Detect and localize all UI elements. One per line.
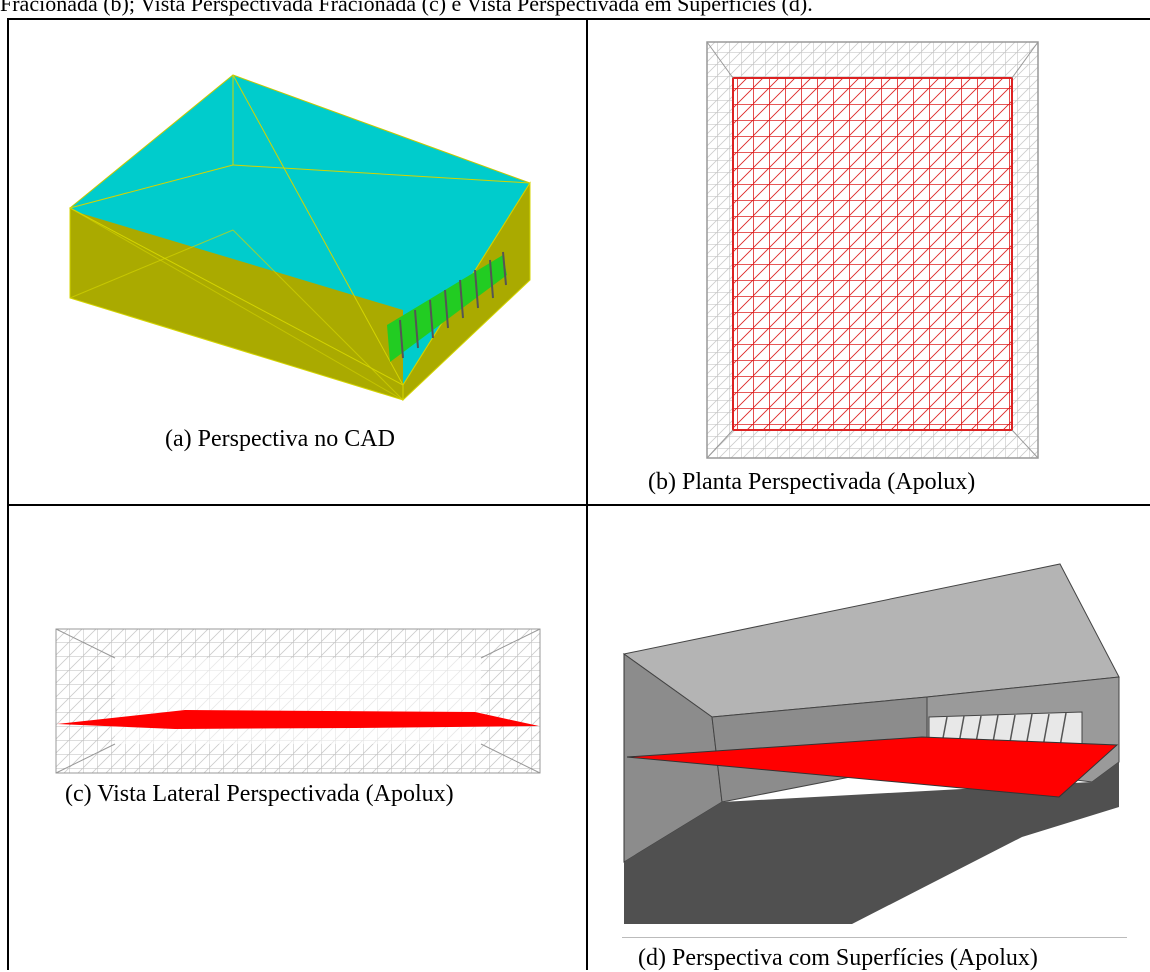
plan-red-mesh [732, 77, 1013, 431]
caption-c: (c) Vista Lateral Perspectivada (Apolux) [65, 781, 454, 807]
caption-d-rule [622, 937, 1127, 938]
side-red-plane [57, 710, 539, 729]
table-border-middle [7, 504, 1150, 506]
figure-caption-top: Fracionada (b); Vista Perspectivada Frac… [0, 0, 813, 16]
table-border-left [7, 18, 9, 970]
cad-window-fins [399, 251, 507, 359]
surfaces-perspective-image [622, 563, 1120, 924]
surface-red-plane [626, 736, 1119, 798]
caption-d: (d) Perspectiva com Superfícies (Apolux) [638, 945, 1038, 971]
caption-a: (a) Perspectiva no CAD [165, 426, 395, 452]
side-mesh-image [55, 628, 541, 774]
figure-table [0, 18, 1150, 970]
cad-perspective-image [69, 74, 531, 402]
plan-mesh-image [706, 41, 1039, 459]
table-border-top [7, 18, 1150, 20]
caption-b: (b) Planta Perspectivada (Apolux) [648, 469, 976, 495]
surface-floor [624, 762, 1119, 924]
table-divider-center [586, 18, 588, 970]
